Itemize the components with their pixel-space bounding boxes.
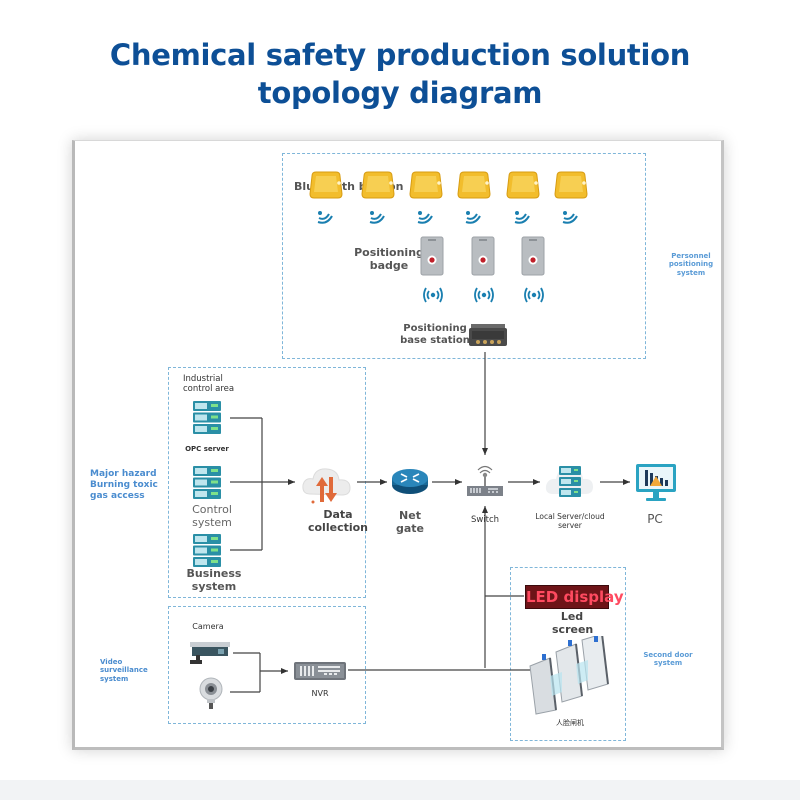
bluetooth-beacon-icon	[308, 170, 344, 200]
wireless-signal-icon	[416, 209, 434, 229]
bluetooth-beacon-icon	[505, 170, 541, 200]
label-net-gate: Net gate	[395, 509, 424, 535]
label-pc: PC	[647, 512, 663, 526]
data-collection-icon	[300, 462, 354, 506]
wireless-signal-icon	[524, 286, 544, 308]
wireless-signal-icon	[513, 209, 531, 229]
zone-personnel-positioning	[282, 153, 646, 359]
bullet-camera-icon	[188, 640, 232, 666]
business-system-icon	[192, 533, 222, 573]
switch-icon	[464, 460, 506, 502]
control-system-icon	[192, 465, 222, 505]
wireless-signal-icon	[316, 209, 334, 229]
bluetooth-beacon-icon	[360, 170, 396, 200]
title-line-1: Chemical safety production solution	[109, 38, 691, 72]
led-display: LED display	[525, 585, 624, 609]
label-positioning-badge: Positioning badge	[354, 246, 424, 272]
pc-icon	[634, 462, 678, 504]
zone-second-door	[510, 567, 626, 741]
title-line-2: topology diagram	[257, 76, 543, 110]
base-station-icon	[468, 320, 508, 350]
opc-server-icon	[192, 400, 222, 440]
label-nvr: NVR	[311, 689, 329, 698]
label-video-surveillance: Video surveillance system	[100, 658, 148, 683]
wireless-signal-icon	[368, 209, 386, 229]
label-second-door: Second door system	[643, 651, 693, 668]
positioning-badge-icon	[521, 236, 545, 276]
zone-video-surveillance	[168, 606, 366, 724]
nvr-icon	[294, 660, 346, 682]
local-server-icon	[545, 460, 595, 504]
label-base-station: Positioning base station	[400, 323, 470, 346]
label-switch: Switch	[470, 515, 500, 525]
bottom-band	[0, 780, 800, 800]
bluetooth-beacon-icon	[408, 170, 444, 200]
bluetooth-beacon-icon	[456, 170, 492, 200]
positioning-badge-icon	[420, 236, 444, 276]
label-data-collection: Data collection	[307, 508, 369, 534]
label-camera: Camera	[192, 622, 224, 631]
label-face-gate: 人脸闸机	[556, 719, 584, 727]
wireless-signal-icon	[423, 286, 443, 308]
bluetooth-beacon-icon	[553, 170, 589, 200]
label-opc-server: OPC server	[185, 445, 229, 453]
label-control-system: Control system	[192, 503, 232, 529]
label-industrial-control-area: Industrial control area	[183, 374, 235, 394]
positioning-badge-icon	[471, 236, 495, 276]
label-business-system: Business system	[186, 567, 242, 593]
wireless-signal-icon	[474, 286, 494, 308]
turnstile-icon	[528, 633, 612, 716]
label-major-hazard: Major hazard Burning toxic gas access	[90, 469, 158, 501]
wireless-signal-icon	[464, 209, 482, 229]
label-personnel-positioning: Personnel positioning system	[668, 252, 714, 277]
label-led-screen: Led screen	[552, 610, 594, 636]
net-gate-icon	[390, 466, 430, 496]
label-local-server: Local Server/cloud server	[535, 512, 605, 530]
page-title: Chemical safety production solution topo…	[0, 36, 800, 112]
wireless-signal-icon	[561, 209, 579, 229]
diagram-frame	[72, 140, 724, 750]
dome-camera-icon	[198, 676, 224, 710]
